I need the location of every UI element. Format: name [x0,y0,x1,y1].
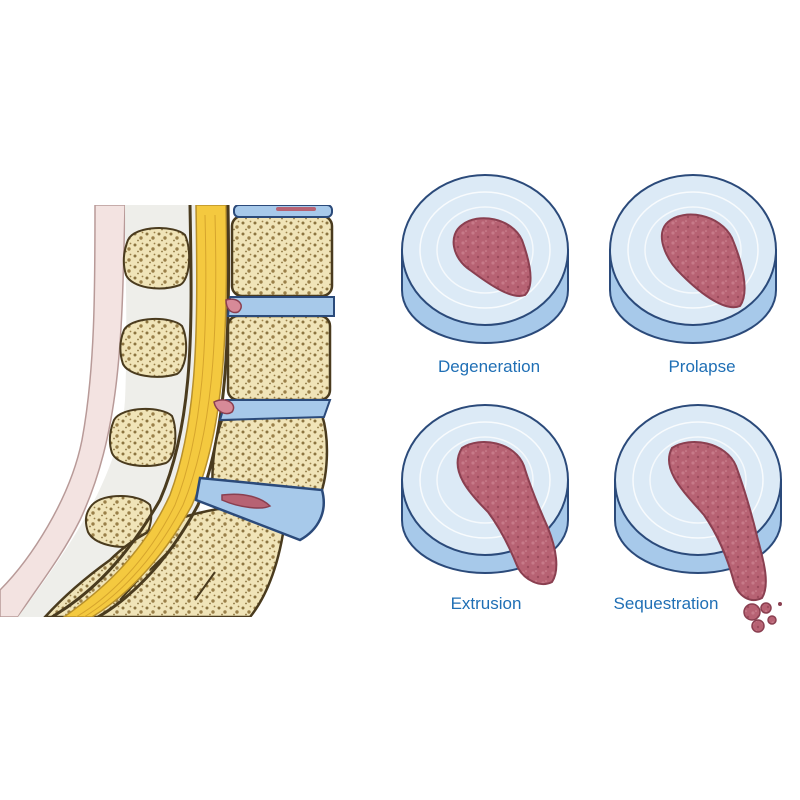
lumbar-spine-section [0,205,335,617]
vertebral-bodies [211,214,334,502]
disc-prolapse [609,174,777,345]
spinal-cord [62,205,228,617]
disc-sequestration [614,404,782,633]
spinal-canal [51,205,193,617]
disc-degeneration [401,174,569,345]
label-degeneration: Degeneration [438,357,540,376]
spinous-processes [84,227,191,548]
nucleus-pulposus [456,441,558,586]
disc-extrusion [401,404,569,586]
nucleus-pulposus [667,441,767,601]
sequestered-fragments [743,602,782,633]
nucleus-pulposus [452,217,532,297]
label-extrusion: Extrusion [451,594,522,613]
intervertebral-discs [194,205,335,542]
label-sequestration: Sequestration [614,594,719,613]
soft-tissue [0,205,126,617]
nucleus-pulposus [660,213,746,309]
label-prolapse: Prolapse [668,357,735,376]
